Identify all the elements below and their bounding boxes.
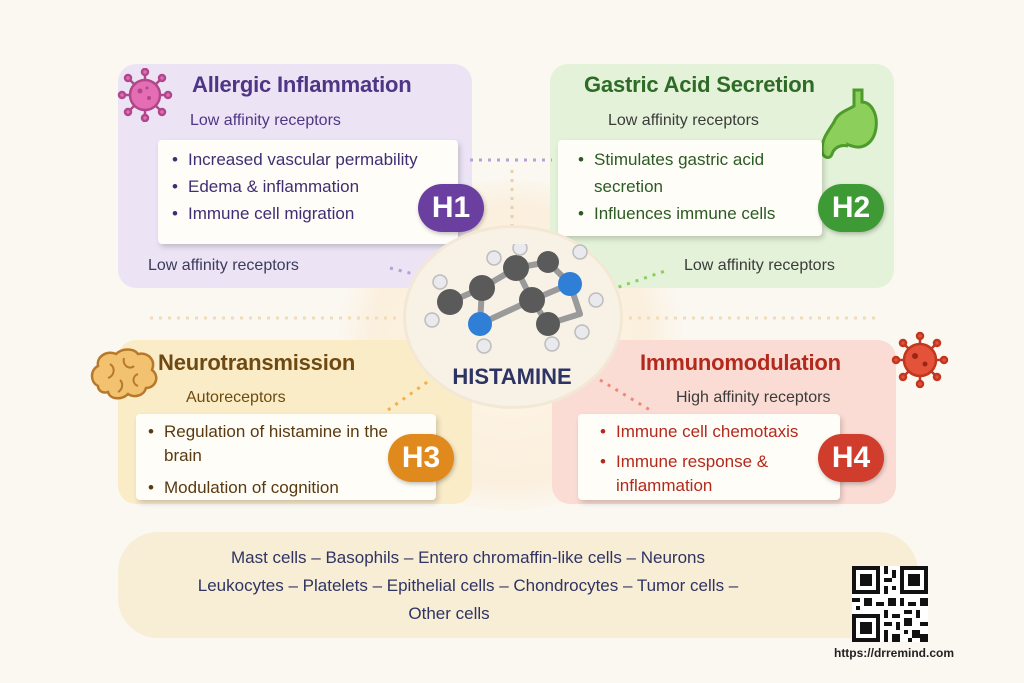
list-item: Edema & inflammation: [172, 173, 462, 200]
brain-icon: [88, 346, 160, 409]
h4-subtitle: High affinity receptors: [676, 389, 831, 406]
histamine-molecule-icon: [420, 240, 610, 359]
h2-side-label: Low affinity receptors: [684, 257, 835, 274]
list-item: Regulation of histamine in the brain: [148, 420, 398, 468]
h3-subtitle: Autoreceptors: [186, 389, 286, 406]
h3-title: Neurotransmission: [158, 350, 356, 375]
list-item: Modulation of cognition: [148, 476, 398, 500]
h1-badge: H1: [418, 184, 484, 232]
h1-subtitle: Low affinity receptors: [190, 112, 341, 129]
footer-url[interactable]: https://drremind.com: [833, 646, 954, 660]
cells-line-3: Other cells: [408, 604, 490, 623]
h1-title: Allergic Inflammation: [192, 72, 412, 97]
center-label: HISTAMINE: [452, 364, 572, 389]
h2-bullets: Stimulates gastric acid secretion Influe…: [578, 146, 818, 227]
virus-icon: [116, 67, 174, 127]
cells-line-1: Mast cells – Basophils – Entero chromaff…: [230, 548, 705, 567]
list-item: Immune response & inflammation: [600, 450, 820, 498]
h2-subtitle: Low affinity receptors: [608, 112, 759, 129]
list-item: Stimulates gastric acid secretion: [578, 146, 818, 200]
list-item: Influences immune cells: [578, 200, 818, 227]
list-item: Immune cell chemotaxis: [600, 420, 820, 444]
qr-code-icon: [852, 566, 928, 642]
cells-panel: [118, 532, 918, 638]
h2-badge: H2: [818, 184, 884, 232]
h4-badge: H4: [818, 434, 884, 482]
h3-bullets: Regulation of histamine in the brain Mod…: [148, 420, 398, 500]
cells-line-2: Leukocytes – Platelets – Epithelial cell…: [197, 576, 739, 595]
list-item: Increased vascular permability: [172, 146, 462, 173]
pathogen-icon: [890, 330, 950, 395]
h1-side-label: Low affinity receptors: [148, 257, 299, 274]
h2-title: Gastric Acid Secretion: [584, 72, 815, 97]
h4-title: Immunomodulation: [640, 350, 841, 375]
h4-bullets: Immune cell chemotaxis Immune response &…: [600, 420, 820, 498]
list-item: Immune cell migration: [172, 200, 462, 227]
h1-bullets: Increased vascular permability Edema & i…: [172, 146, 462, 227]
stomach-icon: [818, 88, 882, 185]
h3-badge: H3: [388, 434, 454, 482]
